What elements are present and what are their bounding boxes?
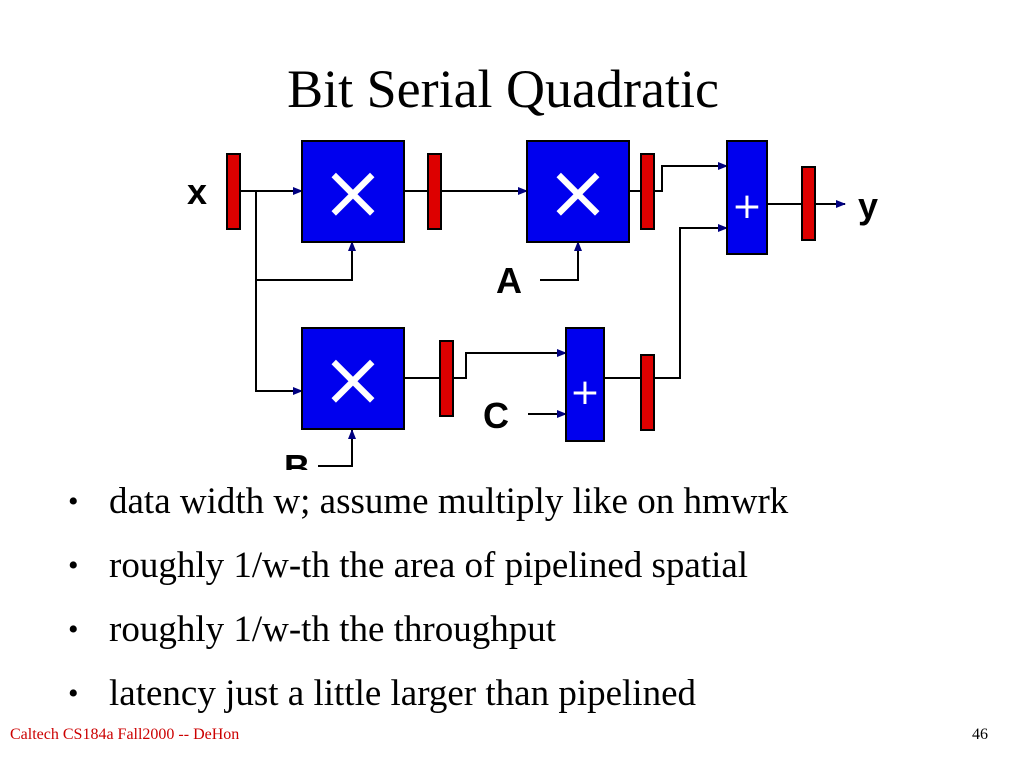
bullet-text: roughly 1/w-th the area of pipelined spa… xyxy=(109,545,749,586)
bullet-text: data width w; assume multiply like on hm… xyxy=(109,481,789,522)
wire-x-to-mult3 xyxy=(255,191,303,395)
adder-1: + xyxy=(726,140,768,255)
wires xyxy=(240,162,846,467)
bullet-item: • roughly 1/w-th the area of pipelined sp… xyxy=(68,534,1008,598)
add-symbol: + xyxy=(570,372,600,413)
multiply-symbol: × xyxy=(321,147,385,236)
register-mult3 xyxy=(439,340,454,417)
bullet-text: latency just a little larger than pipeli… xyxy=(109,673,697,714)
registers xyxy=(226,153,816,431)
label-b: B xyxy=(284,447,310,470)
add-symbol: + xyxy=(732,186,762,227)
bullet-dot-icon: • xyxy=(68,485,79,518)
bullet-dot-icon: • xyxy=(68,549,79,582)
multiply-symbol: × xyxy=(546,147,610,236)
label-c: C xyxy=(483,395,509,436)
quadratic-circuit-diagram: × × × + + x y A C B xyxy=(187,140,878,470)
bullet-dot-icon: • xyxy=(68,613,79,646)
label-a: A xyxy=(496,260,522,301)
register-x xyxy=(226,153,241,230)
page-number: 46 xyxy=(972,726,988,743)
multiply-symbol: × xyxy=(321,334,385,423)
multiplier-3: × xyxy=(301,327,405,430)
register-mult1 xyxy=(427,153,442,230)
bullet-item: • roughly 1/w-th the throughput xyxy=(68,598,1008,662)
register-add2 xyxy=(640,354,655,431)
footer-course: Caltech CS184a Fall2000 -- DeHon xyxy=(10,726,240,743)
adder-2: + xyxy=(565,327,605,442)
bullet-text: roughly 1/w-th the throughput xyxy=(109,609,557,650)
wire-a-to-mult2 xyxy=(540,241,582,281)
register-mult2 xyxy=(640,153,655,230)
slide-title: Bit Serial Quadratic xyxy=(287,59,719,119)
wire-reg-to-add1-bottom xyxy=(654,224,728,379)
label-x: x xyxy=(187,171,207,212)
label-y: y xyxy=(858,185,878,226)
register-out xyxy=(801,166,816,241)
bullet-dot-icon: • xyxy=(68,677,79,710)
bullet-item: • data width w; assume multiply like on h… xyxy=(68,470,1008,534)
bullet-item: • latency just a little larger than pipel… xyxy=(68,662,1008,726)
wire-reg-to-add2 xyxy=(453,349,567,379)
multiplier-1: × xyxy=(301,140,405,243)
wire-b-to-mult3 xyxy=(318,429,356,467)
multiplier-2: × xyxy=(526,140,630,243)
wire-reg-to-add1 xyxy=(654,162,728,192)
wire-x-to-mult1-bottom xyxy=(256,241,356,281)
bullet-list: • data width w; assume multiply like on h… xyxy=(68,470,1008,726)
